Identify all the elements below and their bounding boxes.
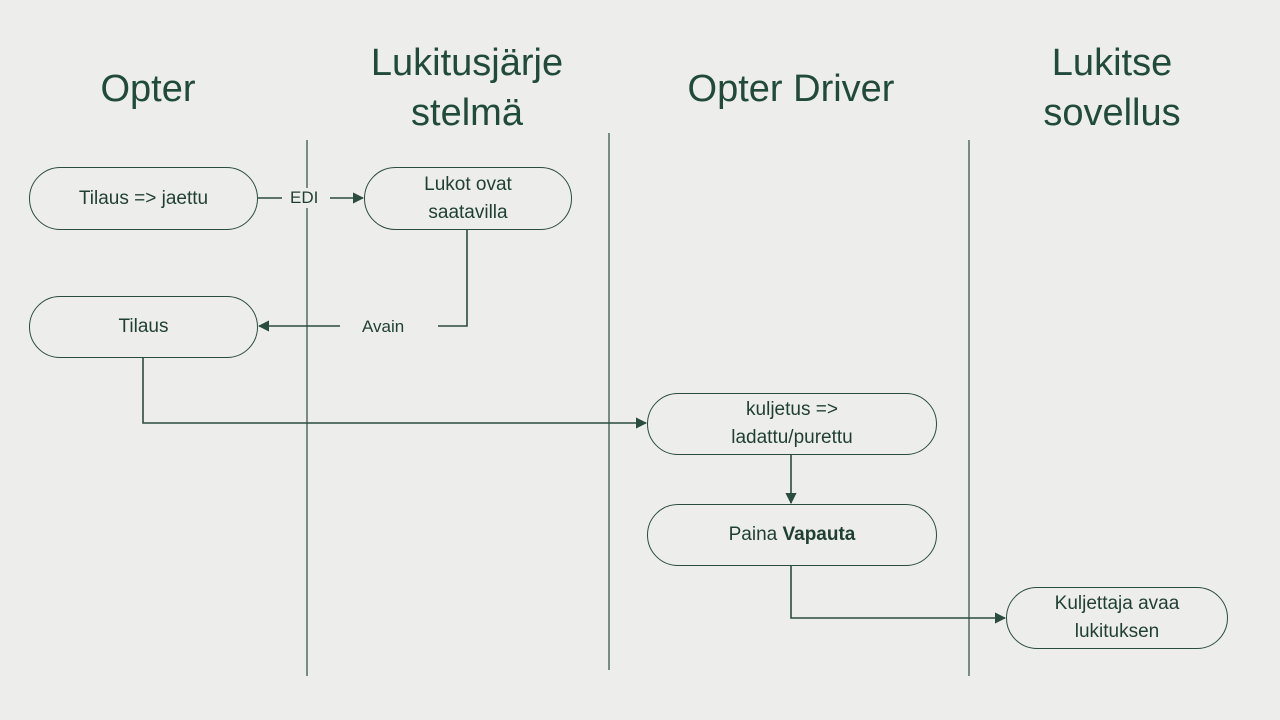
node-order: Tilaus [29,296,258,358]
connector-label-edi: EDI [286,188,323,208]
node-press-release: Paina Vapauta [647,504,937,566]
lane-title-opter: Opter [100,68,196,110]
node-driver-opens: Kuljettaja avaa lukituksen [1006,587,1228,649]
connector-label-key: Avain [358,317,409,337]
press-release-prefix: Paina [728,524,783,545]
order-to-transport-arrow [142,357,648,429]
key-line [438,230,468,327]
lane-title-lock-app: Lukitse sovellus [1043,42,1181,134]
lane-title-opter-driver: Opter Driver [687,68,895,110]
press-release-bold: Vapauta [782,524,856,545]
release-to-open-arrow [790,566,1007,624]
node-transport-loaded: kuljetus => ladattu/purettu [647,393,937,455]
node-order-assigned: Tilaus => jaettu [29,167,258,230]
lane-title-lock-system: Lukitusjärje stelmä [370,42,564,134]
node-locks-available: Lukot ovat saatavilla [364,167,572,230]
